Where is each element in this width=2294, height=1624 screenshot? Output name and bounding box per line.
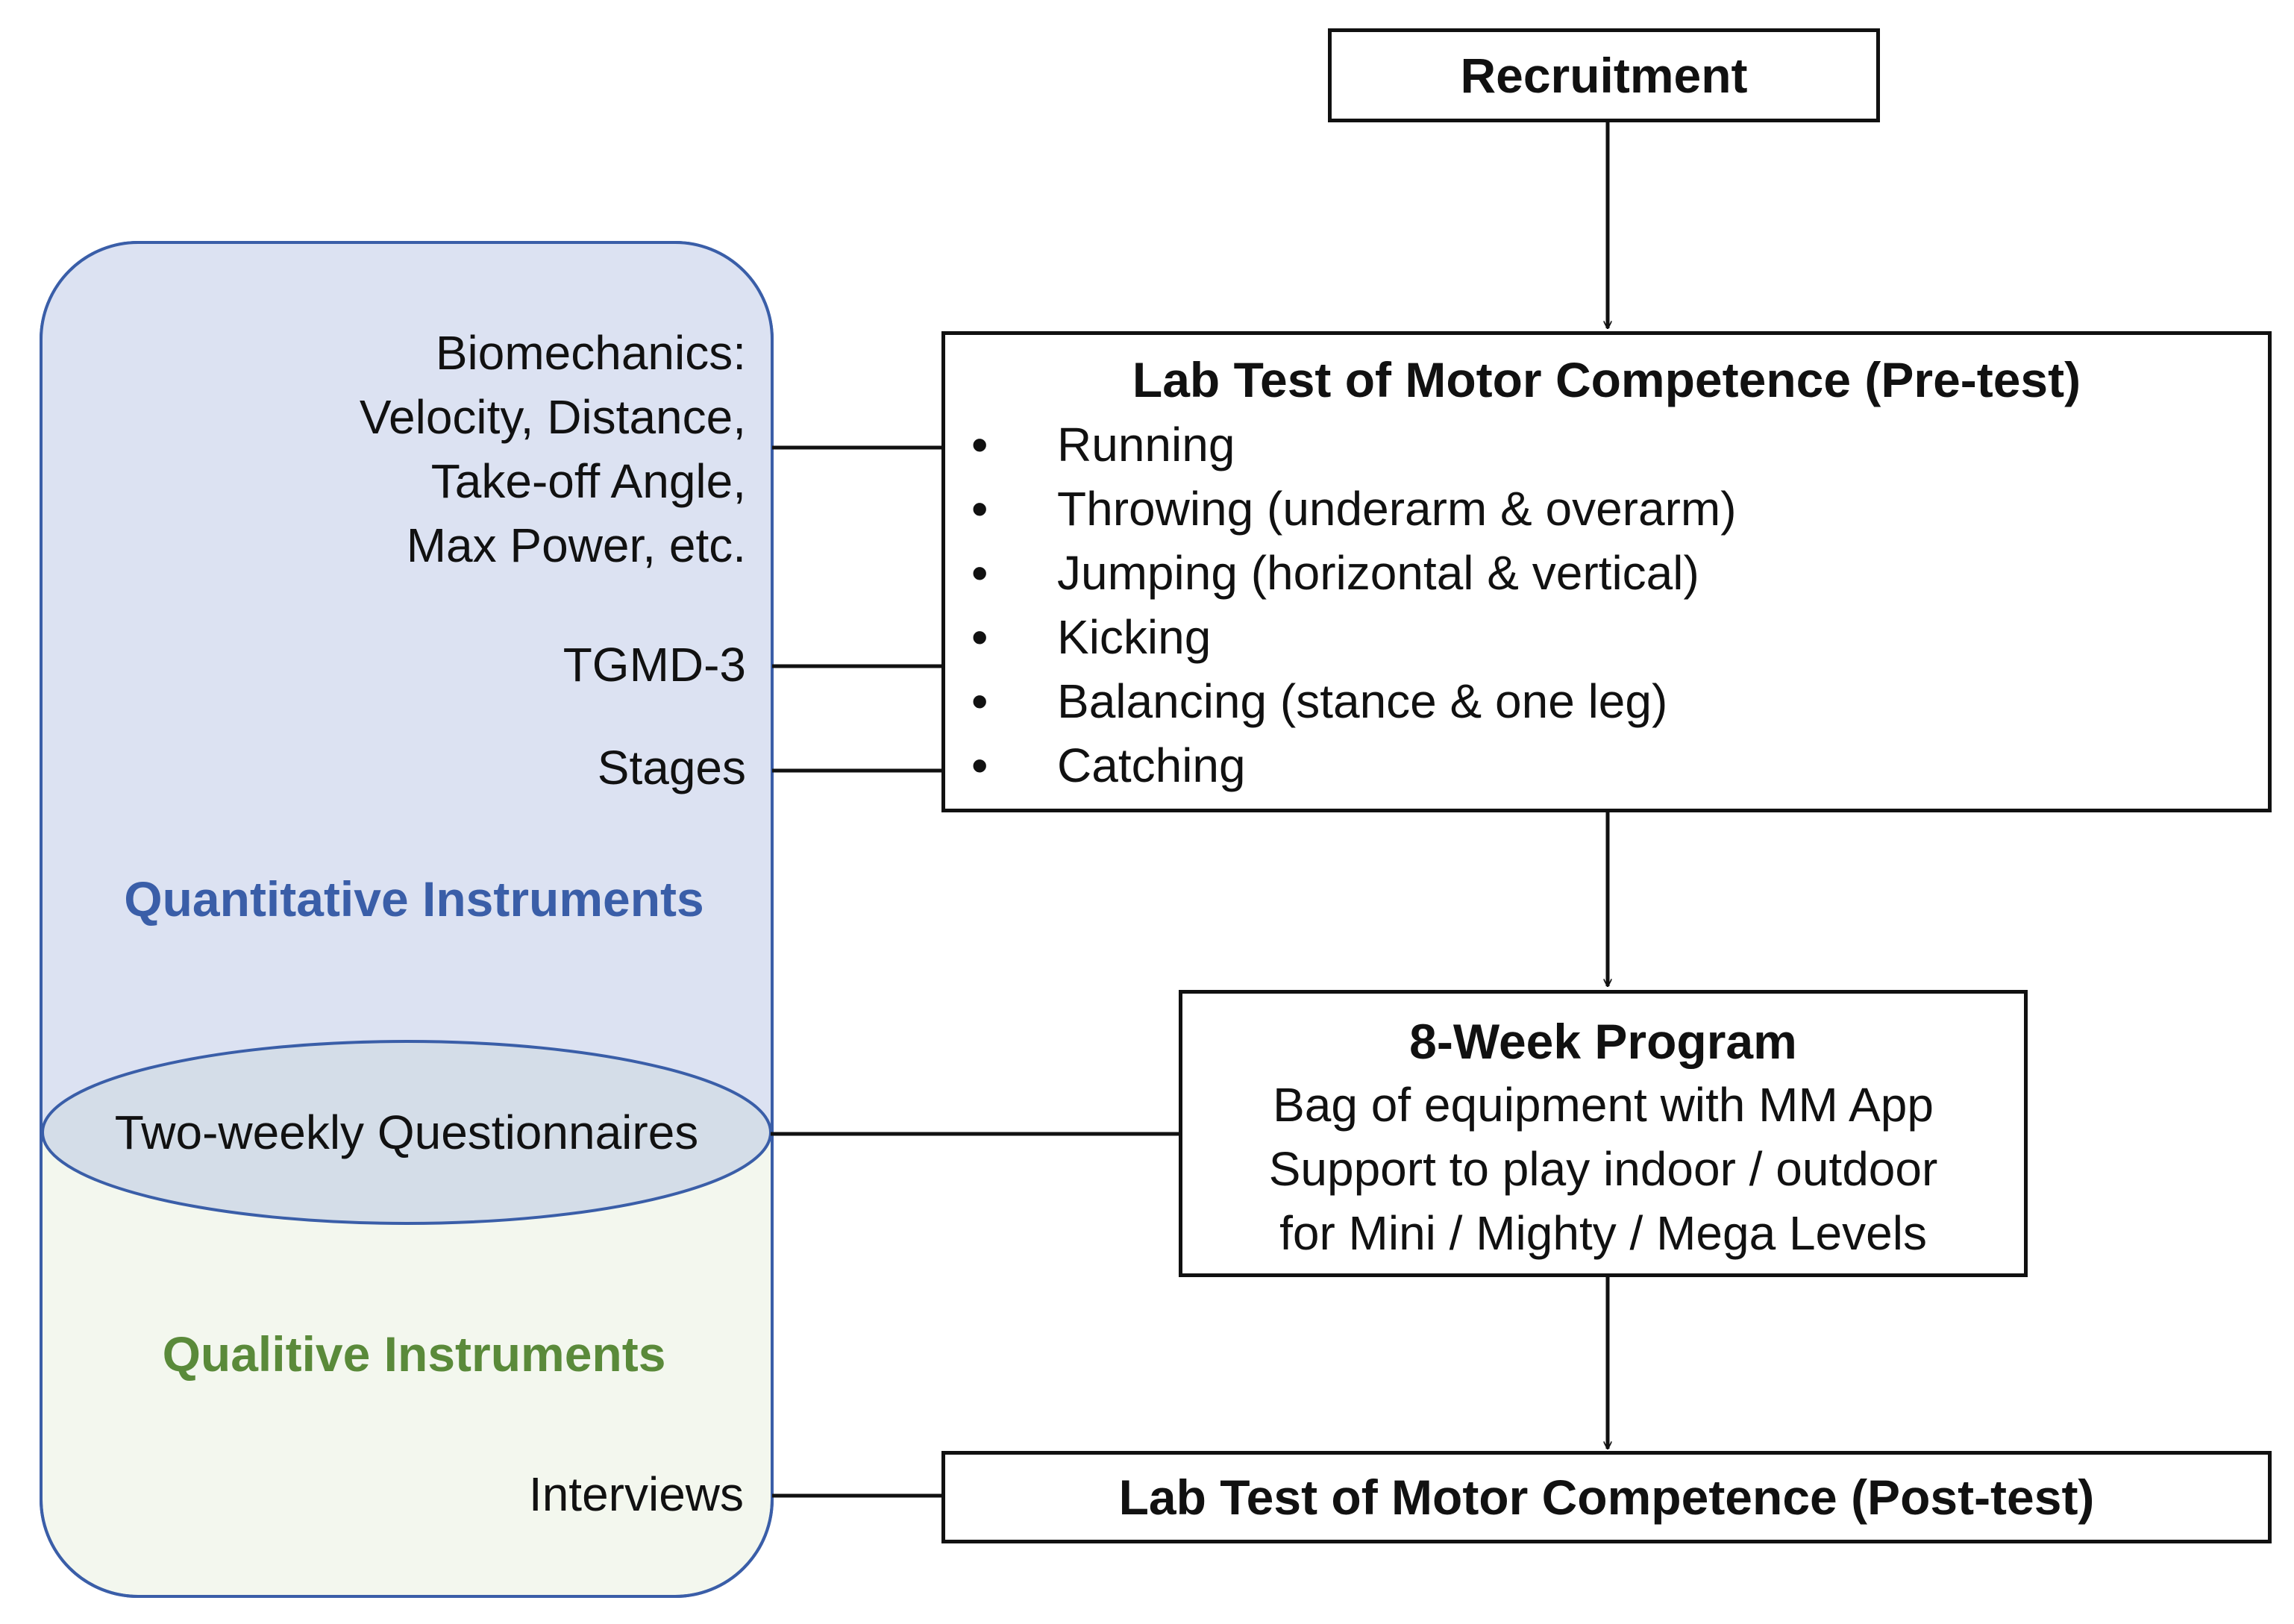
quantitative-label: Quantitative Instruments bbox=[124, 871, 704, 927]
posttest-title: Lab Test of Motor Competence (Post-test) bbox=[1118, 1470, 2095, 1525]
bullet-icon: • bbox=[971, 610, 988, 664]
list-item: •Balancing (stance & one leg) bbox=[945, 669, 2268, 733]
bullet-icon: • bbox=[971, 674, 988, 728]
recruitment-title: Recruitment bbox=[1460, 48, 1748, 103]
posttest-box: Lab Test of Motor Competence (Post-test) bbox=[941, 1451, 2272, 1543]
bullet-icon: • bbox=[971, 739, 988, 792]
panel-outline bbox=[40, 241, 774, 1598]
program-box: 8-Week Program Bag of equipment with MM … bbox=[1179, 990, 2028, 1277]
stages-label: Stages bbox=[597, 741, 746, 794]
quantitative-panel bbox=[41, 242, 772, 1134]
program-title: 8-Week Program bbox=[1409, 1014, 1797, 1069]
biomechanics-label: Biomechanics: Velocity, Distance, Take-o… bbox=[359, 326, 746, 572]
questionnaires-label: Two-weekly Questionnaires bbox=[114, 1106, 699, 1159]
list-item: •Jumping (horizontal & vertical) bbox=[945, 541, 2268, 605]
pretest-list: •Running •Throwing (underarm & overarm) … bbox=[945, 413, 2268, 797]
bullet-icon: • bbox=[971, 546, 988, 600]
list-item: •Catching bbox=[945, 733, 2268, 797]
pretest-box: Lab Test of Motor Competence (Pre-test) … bbox=[941, 331, 2272, 812]
program-line: Support to play indoor / outdoor bbox=[1268, 1142, 1938, 1196]
program-line: for Mini / Mighty / Mega Levels bbox=[1279, 1206, 1927, 1260]
bullet-icon: • bbox=[971, 418, 988, 471]
qualitative-label: Qualitive Instruments bbox=[162, 1326, 666, 1382]
list-item: •Kicking bbox=[945, 605, 2268, 669]
interviews-label: Interviews bbox=[528, 1467, 744, 1521]
list-item: •Running bbox=[945, 413, 2268, 477]
recruitment-box: Recruitment bbox=[1328, 28, 1880, 122]
tgmd-label: TGMD-3 bbox=[562, 638, 746, 692]
program-line: Bag of equipment with MM App bbox=[1273, 1078, 1934, 1132]
pretest-title: Lab Test of Motor Competence (Pre-test) bbox=[1132, 352, 2081, 407]
bullet-icon: • bbox=[971, 482, 988, 536]
list-item: •Throwing (underarm & overarm) bbox=[945, 477, 2268, 541]
